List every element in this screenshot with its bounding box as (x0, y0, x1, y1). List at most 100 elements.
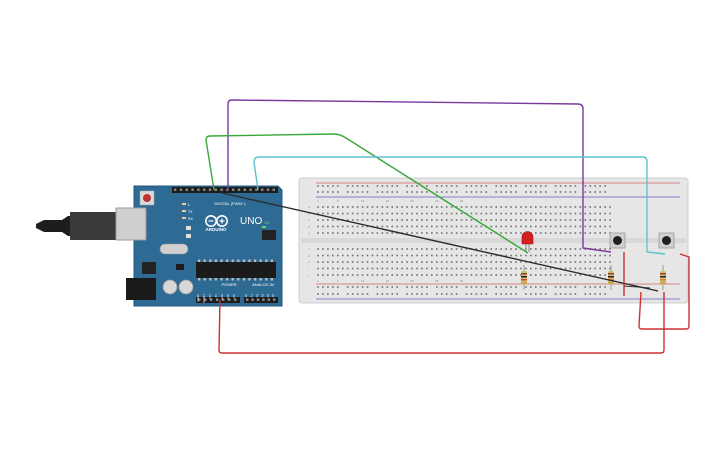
breadboard-hole[interactable] (411, 261, 413, 263)
breadboard-hole[interactable] (485, 267, 488, 270)
breadboard-hole[interactable] (351, 191, 354, 193)
breadboard-hole[interactable] (500, 267, 502, 270)
breadboard-hole[interactable] (401, 212, 403, 215)
breadboard-hole[interactable] (361, 225, 364, 228)
breadboard-hole[interactable] (322, 274, 324, 276)
breadboard-hole[interactable] (341, 261, 344, 263)
breadboard-hole[interactable] (361, 267, 364, 270)
breadboard-hole[interactable] (356, 185, 359, 187)
breadboard-hole[interactable] (559, 293, 562, 295)
breadboard-hole[interactable] (599, 212, 601, 215)
breadboard-hole[interactable] (450, 267, 453, 270)
breadboard-hole[interactable] (450, 212, 453, 215)
breadboard-hole[interactable] (465, 293, 468, 295)
digital-pin[interactable] (214, 188, 217, 191)
breadboard-hole[interactable] (510, 254, 512, 257)
breadboard-hole[interactable] (371, 261, 374, 263)
breadboard-hole[interactable] (337, 286, 339, 288)
breadboard-hole[interactable] (554, 274, 557, 276)
breadboard-hole[interactable] (495, 185, 497, 187)
breadboard-hole[interactable] (436, 206, 438, 208)
breadboard-hole[interactable] (490, 206, 493, 208)
breadboard-hole[interactable] (564, 293, 567, 295)
breadboard-hole[interactable] (549, 232, 552, 234)
breadboard-hole[interactable] (426, 261, 428, 263)
breadboard-hole[interactable] (554, 254, 557, 257)
breadboard-hole[interactable] (411, 254, 413, 257)
breadboard-hole[interactable] (455, 232, 458, 234)
pushbutton-1[interactable] (609, 232, 626, 249)
wire-black-gnd[interactable] (221, 192, 659, 292)
breadboard-hole[interactable] (559, 191, 562, 193)
breadboard-hole[interactable] (564, 232, 567, 234)
breadboard-hole[interactable] (549, 248, 552, 250)
breadboard-hole[interactable] (525, 191, 527, 193)
breadboard-hole[interactable] (574, 232, 577, 234)
breadboard-hole[interactable] (391, 267, 394, 270)
breadboard-hole[interactable] (530, 248, 532, 250)
breadboard-hole[interactable] (549, 206, 552, 208)
breadboard-hole[interactable] (530, 293, 532, 295)
breadboard-hole[interactable] (544, 212, 547, 215)
breadboard-hole[interactable] (564, 261, 567, 263)
breadboard-hole[interactable] (351, 254, 354, 257)
breadboard-hole[interactable] (544, 286, 547, 288)
breadboard-hole[interactable] (381, 225, 384, 228)
breadboard-hole[interactable] (470, 267, 473, 270)
breadboard-hole[interactable] (406, 225, 408, 228)
breadboard-hole[interactable] (450, 225, 453, 228)
breadboard-hole[interactable] (327, 261, 329, 263)
breadboard-hole[interactable] (356, 274, 359, 276)
breadboard-hole[interactable] (356, 191, 359, 193)
breadboard-hole[interactable] (510, 219, 512, 221)
breadboard-hole[interactable] (530, 219, 532, 221)
breadboard-hole[interactable] (470, 232, 473, 234)
breadboard-hole[interactable] (376, 293, 379, 295)
breadboard-hole[interactable] (317, 219, 319, 221)
digital-pin[interactable] (261, 188, 264, 191)
breadboard-hole[interactable] (574, 206, 577, 208)
reset-button-cap[interactable] (143, 194, 151, 202)
breadboard-hole[interactable] (431, 225, 433, 228)
power-pin[interactable] (234, 298, 237, 301)
breadboard-hole[interactable] (440, 274, 443, 276)
breadboard-hole[interactable] (564, 212, 567, 215)
breadboard-hole[interactable] (490, 225, 493, 228)
breadboard-hole[interactable] (391, 286, 394, 288)
breadboard-hole[interactable] (317, 225, 319, 228)
breadboard-hole[interactable] (445, 212, 448, 215)
breadboard-hole[interactable] (569, 261, 572, 263)
breadboard-hole[interactable] (475, 212, 478, 215)
breadboard-hole[interactable] (356, 286, 359, 288)
breadboard-hole[interactable] (505, 232, 507, 234)
breadboard-hole[interactable] (465, 225, 468, 228)
breadboard-hole[interactable] (445, 261, 448, 263)
breadboard-hole[interactable] (436, 225, 438, 228)
breadboard-hole[interactable] (599, 232, 601, 234)
breadboard-hole[interactable] (406, 219, 408, 221)
breadboard-hole[interactable] (589, 232, 592, 234)
breadboard-hole[interactable] (554, 232, 557, 234)
power-pin[interactable] (228, 298, 231, 301)
digital-pin[interactable] (249, 188, 252, 191)
breadboard-hole[interactable] (356, 206, 359, 208)
breadboard-hole[interactable] (327, 286, 329, 288)
breadboard-hole[interactable] (530, 212, 532, 215)
breadboard-hole[interactable] (386, 286, 389, 288)
breadboard-hole[interactable] (401, 206, 403, 208)
breadboard-hole[interactable] (510, 248, 512, 250)
breadboard-hole[interactable] (381, 219, 384, 221)
breadboard-hole[interactable] (465, 185, 468, 187)
breadboard-hole[interactable] (361, 248, 364, 250)
breadboard-hole[interactable] (445, 274, 448, 276)
breadboard-hole[interactable] (564, 185, 567, 187)
breadboard-hole[interactable] (544, 225, 547, 228)
breadboard-hole[interactable] (569, 212, 572, 215)
breadboard-hole[interactable] (440, 185, 443, 187)
breadboard-hole[interactable] (475, 248, 478, 250)
breadboard-hole[interactable] (450, 232, 453, 234)
breadboard-hole[interactable] (421, 254, 423, 257)
breadboard-hole[interactable] (361, 185, 364, 187)
breadboard-hole[interactable] (594, 219, 596, 221)
breadboard-hole[interactable] (470, 191, 473, 193)
